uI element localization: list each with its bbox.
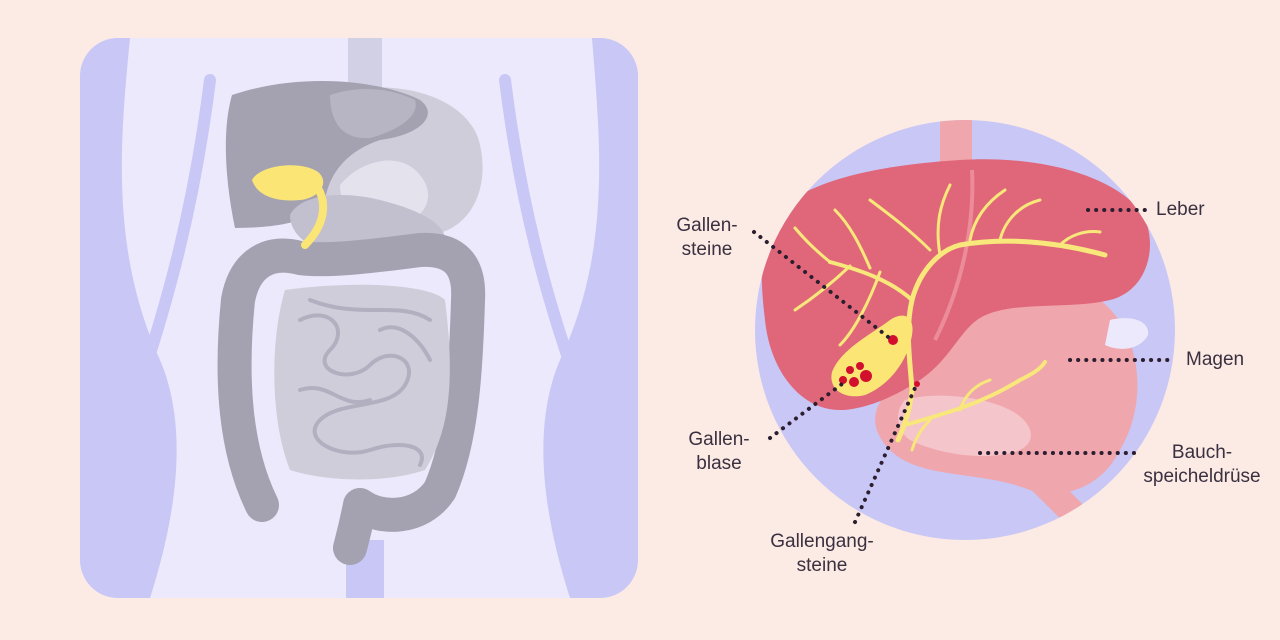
label-gallensteine-line2: steine [681,239,733,260]
gallstones [839,335,920,387]
bile-duct-stone [914,381,920,387]
small-intestine [274,284,450,480]
stone [849,377,859,387]
esophagus [348,38,382,88]
bile-duct-left [301,176,328,249]
label-gallensteine-line1: Gallen- [676,215,738,236]
right-torso-shadow [543,38,638,598]
label-bauchspeicheldruese: Bauch- speicheldrüse [1140,441,1264,489]
label-magen: Magen [1186,349,1245,370]
leader-gallengangsteine [853,386,917,524]
gallbladder-left [252,165,324,201]
stone [839,376,847,384]
label-gallenblase-line2: blase [696,453,742,474]
torso-panel [80,38,638,598]
label-gallensteine: Gallen- steine [668,214,746,262]
label-bauchspeicheldruese-line1: Bauch- [1171,442,1233,463]
stone [888,335,898,345]
label-gallengangsteine: Gallengang- steine [752,530,892,578]
left-torso-shadow [80,38,177,598]
leader-gallenblase [768,382,844,440]
label-gallenblase-line1: Gallen- [688,429,750,450]
label-bauchspeicheldruese-line2: speicheldrüse [1143,466,1261,487]
pancreas [898,395,1031,457]
magnified-circle [755,120,1175,540]
label-gallengangsteine-line2: steine [796,555,848,576]
stone [856,362,864,370]
label-leber: Leber [1156,199,1205,220]
label-gallengangsteine-line1: Gallengang- [770,531,874,552]
leader-gallensteine [752,230,894,342]
stone [860,370,872,382]
label-gallenblase: Gallen- blase [676,428,762,476]
large-intestine [217,232,486,565]
stone [846,366,854,374]
leader-lines [752,208,1174,524]
